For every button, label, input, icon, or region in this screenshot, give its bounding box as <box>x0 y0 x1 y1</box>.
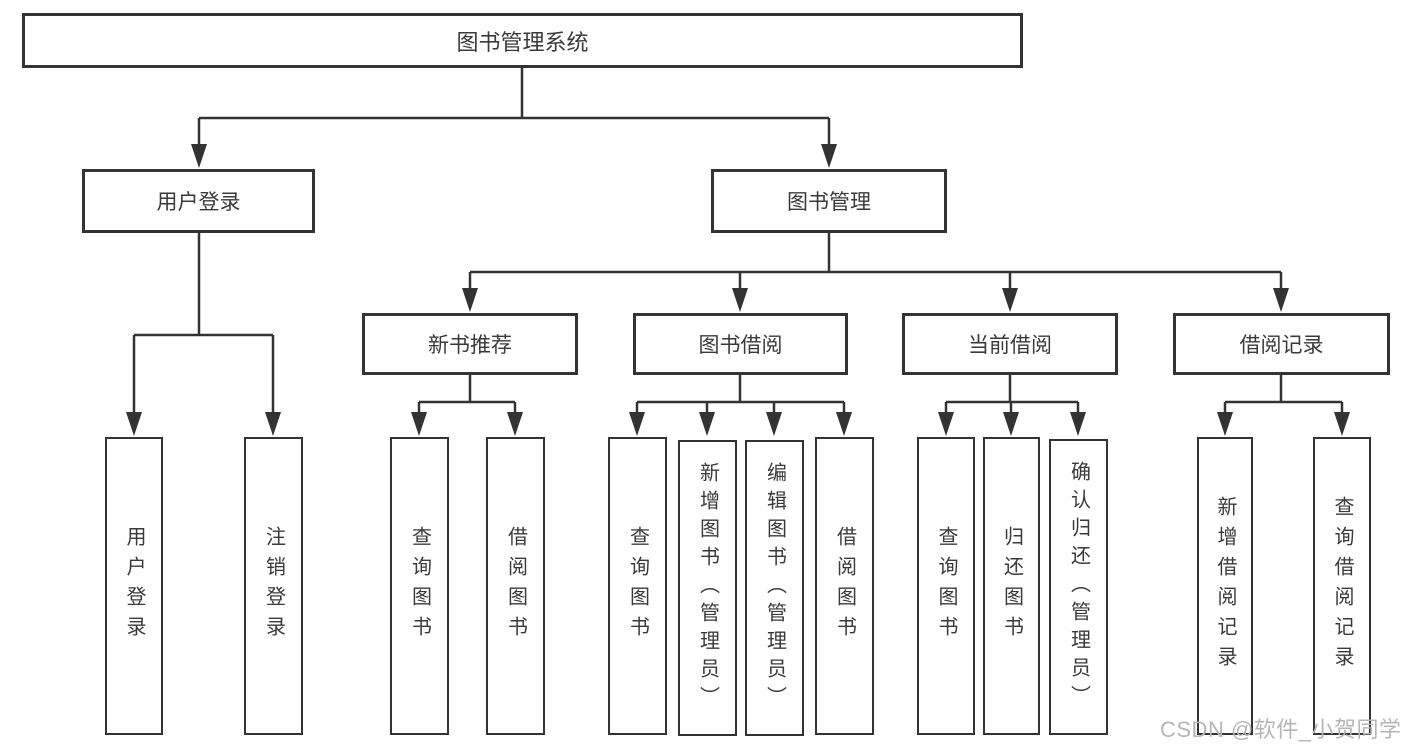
connector-user-login-children <box>126 233 281 436</box>
leaf-user-login: 用户登录 <box>105 437 163 735</box>
leaf-query-books-current: 查询图书 <box>917 437 975 735</box>
connector-new-book-recommendation-children <box>411 375 523 436</box>
leaf-add-borrow-record: 新增借阅记录 <box>1197 437 1253 735</box>
arrowhead <box>821 144 837 168</box>
arrowhead <box>1334 412 1350 436</box>
leaf-borrow-books-borrow: 借阅图书 <box>815 437 874 735</box>
connector-book-borrowing-children <box>629 375 852 436</box>
arrowhead <box>1273 288 1289 312</box>
arrowhead <box>1003 412 1019 436</box>
watermark: CSDN @软件_小贺同学 <box>1160 717 1402 742</box>
leaf-query-books-recommend: 查询图书 <box>390 437 449 735</box>
arrowhead <box>938 412 954 436</box>
arrowhead <box>766 412 782 436</box>
arrowhead <box>699 412 715 436</box>
node-user-login: 用户登录 <box>82 169 315 233</box>
arrowhead <box>507 412 523 436</box>
leaf-confirm-return-admin: 确认归还（管理员） <box>1049 439 1108 735</box>
arrowhead <box>836 412 852 436</box>
arrowhead <box>1002 288 1018 312</box>
node-book-management: 图书管理 <box>711 169 947 233</box>
arrowhead <box>629 412 645 436</box>
leaf-edit-books-admin: 编辑图书（管理员） <box>745 440 804 736</box>
connector-book-management-to-level3 <box>462 233 1289 312</box>
connector-borrowing-records-children <box>1217 375 1350 436</box>
arrowhead <box>126 412 142 436</box>
leaf-query-books-borrow: 查询图书 <box>608 437 667 735</box>
node-library-management-system: 图书管理系统 <box>22 13 1023 68</box>
node-borrowing-records: 借阅记录 <box>1173 313 1390 375</box>
leaf-add-books-admin: 新增图书（管理员） <box>678 440 737 736</box>
leaf-query-borrow-record: 查询借阅记录 <box>1313 437 1371 735</box>
arrowhead <box>462 288 478 312</box>
node-book-borrowing: 图书借阅 <box>633 313 848 375</box>
leaf-return-books: 归还图书 <box>983 437 1040 735</box>
arrowhead <box>1217 412 1233 436</box>
arrowhead <box>265 412 281 436</box>
connector-current-borrowing-children <box>938 375 1086 436</box>
arrowhead <box>411 412 427 436</box>
leaf-borrow-books-recommend: 借阅图书 <box>486 437 545 735</box>
arrowhead <box>732 288 748 312</box>
leaf-logout-login: 注销登录 <box>244 437 303 735</box>
arrowhead <box>191 144 207 168</box>
arrowhead <box>1070 412 1086 436</box>
node-new-book-recommendation: 新书推荐 <box>362 313 578 375</box>
node-current-borrowing: 当前借阅 <box>902 313 1118 375</box>
connector-root-to-level2 <box>191 68 837 168</box>
